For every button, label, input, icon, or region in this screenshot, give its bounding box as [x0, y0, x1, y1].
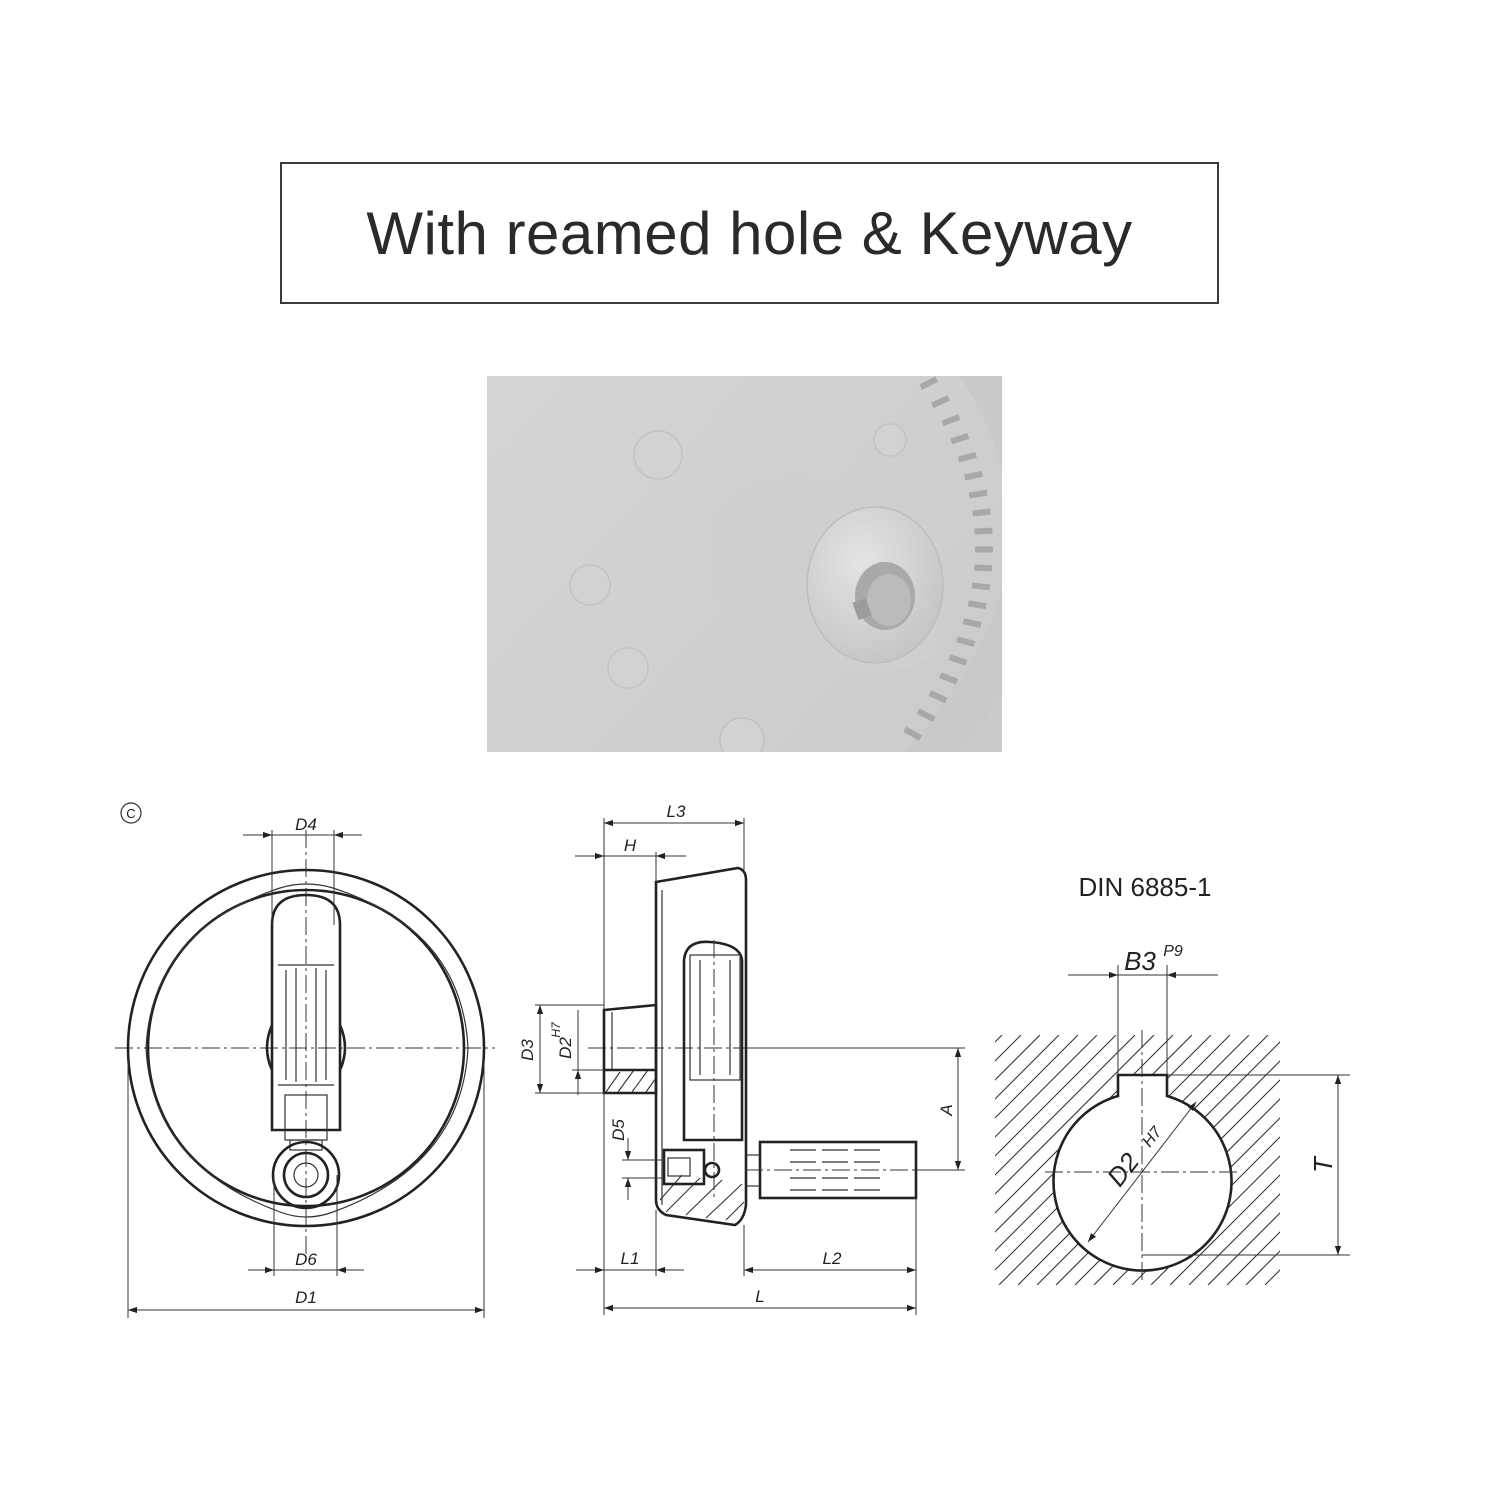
rim-tooth [916, 708, 936, 722]
product-photo [487, 376, 1002, 752]
keyway-detail: DIN 6885-1 B3 P9 D2 H7 T [695, 872, 1350, 1285]
hatch-line [995, 1035, 1155, 1195]
dim-d2: D2 [556, 1037, 575, 1059]
dim-b3-tolerance: P9 [1163, 943, 1183, 960]
rim-tooth [971, 582, 991, 591]
rim-tooth [975, 546, 993, 553]
rim-tooth [919, 376, 939, 390]
rim-tooth [931, 395, 950, 409]
rim-tooth [962, 618, 982, 629]
dim-d5: D5 [609, 1119, 628, 1141]
hatch-line [1169, 1174, 1280, 1285]
rim-tooth [903, 726, 922, 741]
keyway-slot [852, 598, 872, 620]
dim-l2: L2 [823, 1249, 842, 1268]
dim-l: L [755, 1287, 764, 1306]
handle-grip-ribs [285, 968, 327, 1082]
outer-rim [126, 868, 486, 1228]
recess-dimple [607, 647, 649, 689]
hatch-line [995, 1035, 1022, 1062]
rim-grip-teeth [903, 376, 993, 741]
copyright-letter: C [126, 806, 135, 821]
recess-dimple [633, 430, 683, 480]
copyright-circle [120, 802, 142, 824]
hatch-line [995, 1035, 1060, 1100]
dim-d3: D3 [518, 1039, 537, 1061]
dim-a: A [937, 1104, 956, 1116]
hatch-line [714, 1035, 964, 1285]
dim-h: H [624, 836, 637, 855]
dim-t: T [1308, 1155, 1338, 1173]
rim-tooth [974, 527, 993, 535]
dim-d1: D1 [295, 1288, 317, 1307]
hatch-line [1207, 1212, 1280, 1285]
recess-dimple [569, 564, 611, 606]
rim-tooth [972, 508, 991, 517]
hatch-line [695, 1035, 945, 1285]
recess-dimple [719, 717, 765, 752]
rim-tooth [973, 564, 993, 572]
rim-tooth [928, 690, 948, 704]
recess-dimple [873, 423, 907, 457]
dim-d2-tolerance: H7 [549, 1021, 563, 1038]
rim-tooth [968, 489, 988, 499]
dim-d6: D6 [295, 1250, 317, 1269]
hatch-line [995, 1035, 1079, 1119]
rim-tooth [964, 470, 983, 481]
side-view: L3 H D3 D2 H7 D5 A L1 [518, 802, 965, 1315]
hatch-line [1188, 1193, 1280, 1285]
hatch-line [995, 1035, 1098, 1138]
title-box: With reamed hole & Keyway [280, 162, 1219, 304]
hatch-line [995, 1035, 1003, 1043]
front-view: D4 D6 D1 [115, 815, 495, 1318]
hub-section-hatch [605, 1069, 657, 1093]
hatch-line [1264, 1269, 1280, 1285]
hatch-line [1245, 1250, 1280, 1285]
dim-l3: L3 [667, 802, 686, 821]
rim-tooth [939, 672, 959, 685]
rim-tooth [948, 654, 968, 666]
hatch-line [995, 1035, 1117, 1157]
wheel-rim [905, 376, 1002, 752]
rim-tooth [956, 636, 976, 647]
dim-b3: B3 [1124, 946, 1156, 976]
hatch-line [995, 1035, 1136, 1176]
hatch-line [995, 1035, 1041, 1081]
page-title: With reamed hole & Keyway [366, 199, 1133, 267]
din-standard: DIN 6885-1 [1079, 872, 1212, 902]
hatch-line [733, 1035, 983, 1285]
handle-body [270, 893, 342, 1132]
disc-section-hatch [659, 1174, 745, 1221]
hatch-line [1226, 1231, 1280, 1285]
rim-tooth [941, 414, 961, 427]
rim-tooth [957, 451, 977, 463]
dim-d4: D4 [295, 815, 317, 834]
lock-bolt [271, 1140, 341, 1210]
dim-l1: L1 [621, 1249, 640, 1268]
rim-tooth [950, 433, 970, 445]
inner-rim [146, 888, 466, 1208]
lock-pin [703, 1161, 721, 1179]
rim-tooth [967, 600, 987, 610]
